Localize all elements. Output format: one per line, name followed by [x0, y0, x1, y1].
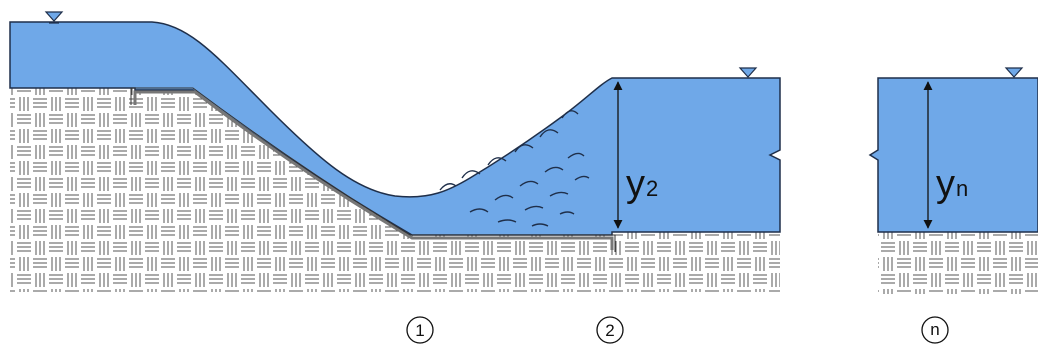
dam-body: [10, 88, 780, 292]
section-marker-1: 1: [406, 316, 434, 344]
turbulence-marks: [439, 110, 590, 227]
depth-label-yn: yn: [936, 163, 968, 205]
svg-text:n: n: [930, 320, 939, 339]
water-surface-marker-icon: [1004, 67, 1024, 78]
ground: [10, 88, 1038, 294]
water-surface-marker-icon: [44, 11, 64, 24]
water-normal-depth: [868, 77, 1038, 233]
ground-right: [878, 232, 1038, 294]
svg-text:1: 1: [415, 321, 424, 340]
section-marker-n: n: [921, 316, 949, 344]
section-marker-2: 2: [596, 316, 624, 344]
water-surface-marker-icon: [738, 67, 758, 78]
svg-text:2: 2: [605, 321, 614, 340]
depth-label-y2: y2: [626, 163, 658, 205]
dam-structure: [133, 90, 614, 250]
